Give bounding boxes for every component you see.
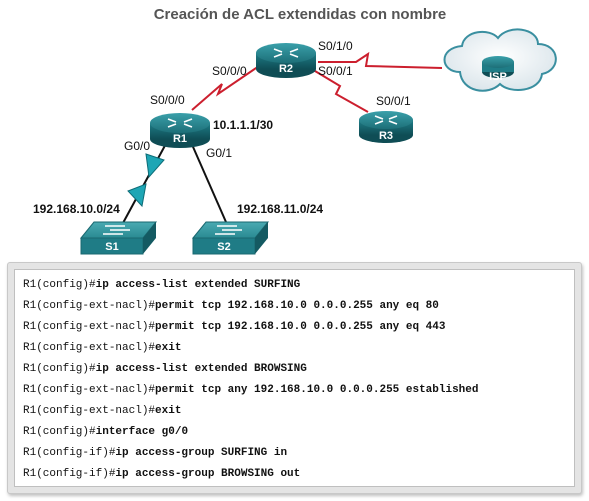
device-label-s2: S2 [217,241,230,253]
interface-label-r2-s010: S0/1/0 [318,39,353,53]
cli-output: R1(config)#ip access-list extended SURFI… [14,269,575,487]
router-arrows-icon [374,115,398,125]
isp-cloud-icon: ISP [443,28,557,92]
cli-line: R1(config-ext-nacl)#exit [23,401,574,422]
device-label-s1: S1 [105,241,118,253]
interface-label-r1-s000: S0/0/0 [150,93,185,107]
device-label-r3: R3 [379,130,393,142]
network-label-lan1: 192.168.10.0/24 [33,202,120,216]
cli-command: ip access-group BROWSING out [115,468,301,480]
cli-prompt: R1(config-if)# [23,447,116,459]
acl-filter-cone-icon [127,153,165,208]
network-label-lan2: 192.168.11.0/24 [237,202,323,216]
switch-arrows-icon [215,225,242,235]
diagram-title: Creación de ACL extendidas con nombre [154,6,447,23]
network-topology-diagram: Creación de ACL extendidas con nombre IS… [33,6,557,255]
cli-command: ip access-list extended BROWSING [95,363,307,375]
device-label-r1: R1 [173,133,187,145]
switch-s1[interactable]: S1 [79,221,158,255]
router-arrows-icon [273,48,299,58]
device-label-isp: ISP [489,71,507,83]
cli-prompt: R1(config-ext-nacl)# [23,384,156,396]
interface-label-r1-g01: G0/1 [206,146,232,160]
router-r2[interactable]: R2 [256,43,316,78]
cli-line: R1(config)#ip access-list extended SURFI… [23,275,574,296]
cli-prompt: R1(config-if)# [23,468,116,480]
ethernet-link-r1-s2 [189,139,227,223]
router-r1[interactable]: R1 [150,113,210,148]
interface-label-r2-s001: S0/0/1 [318,64,353,78]
serial-link-r1-r2 [191,63,263,111]
serial-link-r2-isp [318,51,443,69]
cli-line: R1(config-ext-nacl)#exit [23,338,574,359]
cli-command: permit tcp 192.168.10.0 0.0.0.255 any eq… [155,321,446,333]
cli-prompt: R1(config)# [23,363,96,375]
cli-prompt: R1(config-ext-nacl)# [23,300,156,312]
cli-command: permit tcp any 192.168.10.0 0.0.0.255 es… [155,384,479,396]
serial-link-r2-r3 [309,67,369,113]
cli-prompt: R1(config-ext-nacl)# [23,321,156,333]
cli-command: permit tcp 192.168.10.0 0.0.0.255 any eq… [155,300,439,312]
interface-label-r2-s000: S0/0/0 [212,64,247,78]
cli-line: R1(config)#ip access-list extended BROWS… [23,359,574,380]
cli-command: ip access-list extended SURFING [95,279,301,291]
cli-line: R1(config-ext-nacl)#permit tcp 192.168.1… [23,317,574,338]
cli-line: R1(config-ext-nacl)#permit tcp 192.168.1… [23,296,574,317]
device-label-r2: R2 [279,63,293,75]
cli-command: exit [155,405,182,417]
router-r3[interactable]: R3 [359,111,413,143]
cli-prompt: R1(config-ext-nacl)# [23,405,156,417]
ethernet-link-r1-s1 [122,139,169,224]
interface-label-r1-g00: G0/0 [124,139,150,153]
cli-prompt: R1(config)# [23,279,96,291]
cli-line: R1(config-if)#ip access-group BROWSING o… [23,464,574,485]
cli-prompt: R1(config-ext-nacl)# [23,342,156,354]
switch-s2[interactable]: S2 [191,221,270,255]
cli-config-panel: R1(config)#ip access-list extended SURFI… [7,262,582,494]
cli-command: interface g0/0 [95,426,189,438]
interface-label-r3-s001: S0/0/1 [376,94,411,108]
cli-line: R1(config)#interface g0/0 [23,422,574,443]
cli-line: R1(config-ext-nacl)#permit tcp any 192.1… [23,380,574,401]
cli-command: exit [155,342,182,354]
cli-line: R1(config-if)#ip access-group SURFING in [23,443,574,464]
router-arrows-icon [167,118,193,128]
switch-arrows-icon [103,225,130,235]
ip-label-r1: 10.1.1.1/30 [213,118,273,132]
cli-prompt: R1(config)# [23,426,96,438]
cli-command: ip access-group SURFING in [115,447,288,459]
